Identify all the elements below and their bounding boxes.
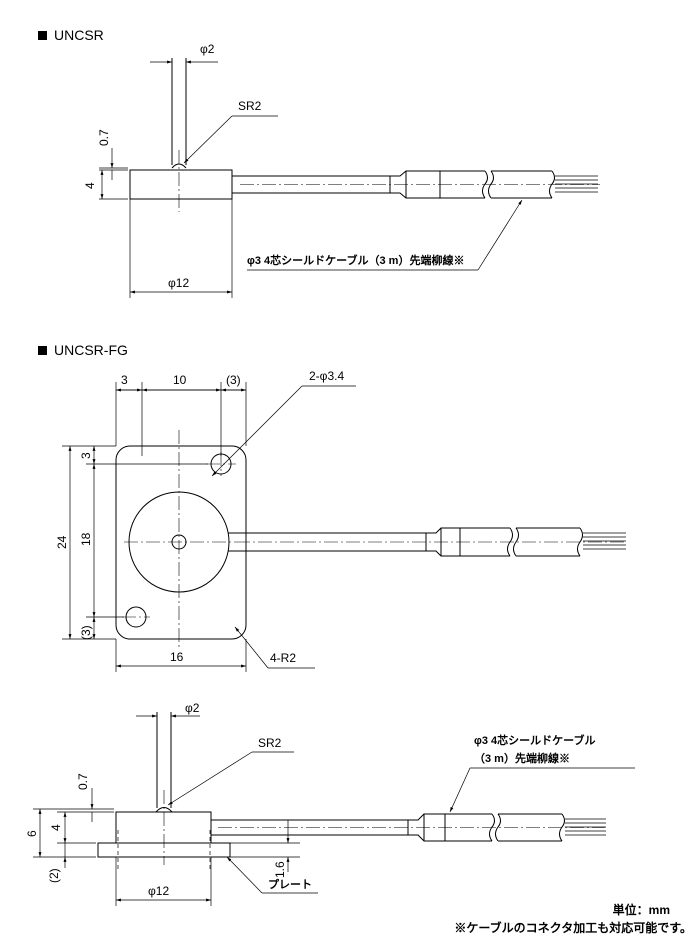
unit-note: 単位：mm: [613, 902, 670, 917]
uncsr-pin-diameter: φ2: [200, 42, 215, 56]
fg-side-pin-diameter: φ2: [185, 701, 200, 715]
fg-height-top: 3: [79, 452, 93, 459]
fg-height-total: 24: [55, 535, 69, 549]
uncsr-fg-side-diagram: φ2 SR2 0.7 4 6 (2): [25, 701, 635, 906]
fg-height-mid: 18: [79, 532, 93, 546]
fg-side-cable-label-line1: φ3 4芯シールドケーブル: [474, 733, 596, 747]
fg-side-plate-label: プレート: [268, 877, 312, 891]
uncsr-diagram: UNCSR φ2 SR2 0.7 4: [38, 27, 600, 298]
fg-side-body-diameter: φ12: [148, 884, 169, 898]
section2-title: UNCSR-FG: [54, 342, 128, 358]
fg-width-total: 16: [170, 650, 184, 664]
fg-width-right: (3): [226, 373, 241, 387]
fg-side-top-height: 0.7: [76, 773, 90, 790]
fg-width-mid: 10: [173, 373, 187, 387]
fg-side-total-height: 6: [25, 830, 39, 837]
uncsr-body-height: 4: [83, 182, 97, 189]
section-bullet-icon: [38, 346, 47, 355]
fg-height-bottom: (3): [79, 625, 93, 640]
fg-side-cable-label-line2: （3 m）先端柳線※: [474, 751, 570, 765]
uncsr-top-height: 0.7: [97, 129, 111, 146]
fg-side-plate-thickness: 1.6: [273, 861, 287, 878]
section-bullet-icon: [38, 31, 47, 40]
fg-width-left: 3: [121, 373, 128, 387]
uncsr-cable-label: φ3 4芯シールドケーブル（3 m）先端柳線※: [247, 253, 464, 267]
section1-title: UNCSR: [54, 27, 104, 43]
fg-corner-radius: 4-R2: [270, 651, 296, 665]
uncsr-body-diameter: φ12: [168, 276, 189, 290]
fg-hole-spec: 2-φ3.4: [309, 369, 344, 383]
fg-side-plate-height: (2): [47, 868, 61, 883]
uncsr-fg-plan-diagram: UNCSR-FG 3 10 (3) 2-φ3.4: [38, 342, 626, 672]
fg-side-sphere-radius: SR2: [258, 736, 282, 750]
uncsr-sphere-radius: SR2: [238, 99, 262, 113]
fg-side-body-height: 4: [49, 824, 63, 831]
connector-note: ※ケーブルのコネクタ加工も対応可能です。: [454, 920, 692, 935]
